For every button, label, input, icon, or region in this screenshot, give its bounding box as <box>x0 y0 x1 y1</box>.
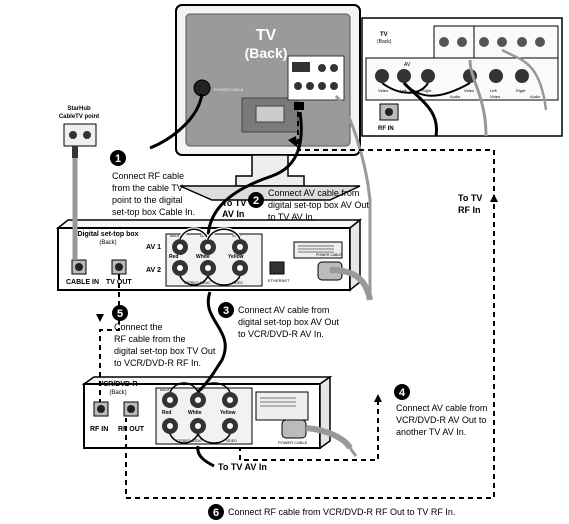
inset-jack-label: Right <box>422 88 432 93</box>
stb-power: POWER CABLE <box>316 253 342 257</box>
step-text: to VCR/DVD-R RF In. <box>114 358 201 368</box>
step-number: 1 <box>115 153 121 165</box>
vcr-rf-out: RF OUT <box>118 426 145 433</box>
step-2: 2 Connect AV cable from digital set-top … <box>248 188 369 222</box>
stb-left-label: LEFT <box>200 234 208 238</box>
stb-video-bottom: VIDEO <box>232 281 243 285</box>
stb-title: Digital set-top box <box>77 231 138 238</box>
step-number: 6 <box>213 507 219 519</box>
step-text: Connect RF cable <box>112 171 184 181</box>
step-text: set-top box Cable In. <box>112 207 195 217</box>
step-text: digital set-top box TV Out <box>114 346 216 356</box>
to-tv-av-in-bottom: To TV AV In <box>218 462 267 472</box>
tv-back: TV (Back) POWER CABLE <box>175 4 361 201</box>
step-text: Connect AV cable from <box>238 305 329 315</box>
stb-ethernet: ETHERNET <box>268 278 290 283</box>
step-text: from the cable TV <box>112 183 183 193</box>
step-number: 5 <box>117 308 123 320</box>
tv-subtitle: (Back) <box>245 45 288 61</box>
step-text: point to the digital <box>112 195 183 205</box>
inset-jack-label: Video <box>378 88 389 93</box>
step-text: Connect AV cable from <box>396 403 487 413</box>
vcr-jack-white: White <box>188 410 202 416</box>
step-3: 3 Connect AV cable from digital set-top … <box>218 302 339 339</box>
step-4: 4 Connect AV cable from VCR/DVD-R AV Out… <box>394 384 487 437</box>
vcr-title: VCR/DVD-R <box>99 381 138 388</box>
vcr-jack-red: Red <box>162 410 171 416</box>
step-1: 1 Connect RF cable from the cable TV poi… <box>110 150 195 217</box>
stb-jack-red: Red <box>169 254 178 260</box>
step-5: 5 Connect the RF cable from the digital … <box>112 305 216 368</box>
tv-panel-inset: TV (Back) AV Video Left Right Video Left… <box>361 17 563 137</box>
inset-jack-label: Left <box>400 88 408 93</box>
stb-jack-white: White <box>196 254 210 260</box>
inset-bottom-label: Audio <box>530 94 541 99</box>
stb-av1: AV 1 <box>146 244 161 251</box>
to-tv-av-in-label-2: AV In <box>222 209 244 219</box>
vcr-jack-yellow: Yellow <box>220 410 236 416</box>
step-text: digital set-top box AV Out <box>268 200 369 210</box>
step-number: 3 <box>223 305 229 317</box>
step-6: 6 Connect RF cable from VCR/DVD-R RF Out… <box>208 504 455 520</box>
tv-power-label: POWER CABLE <box>214 87 244 92</box>
step-text: another TV AV In. <box>396 427 466 437</box>
step-text: to TV AV In. <box>268 212 315 222</box>
step-text: Connect RF cable from VCR/DVD-R RF Out t… <box>228 507 455 517</box>
inset-jack-label: Video <box>464 88 475 93</box>
inset-title: TV <box>380 32 388 38</box>
stb-jack-yellow: Yellow <box>228 254 244 260</box>
rf-routes <box>99 112 495 499</box>
inset-av-label: AV <box>404 62 411 68</box>
vcr-stereo-audio: STEREO AUDIO <box>176 439 203 443</box>
stb-cable-in: CABLE IN <box>66 279 99 286</box>
vcr-subtitle: (Back) <box>109 390 126 396</box>
stb-subtitle: (Back) <box>99 240 116 246</box>
step-number: 4 <box>399 387 406 399</box>
starhub-line2: CableTV point <box>59 114 99 120</box>
inset-jack-label: Right <box>516 88 526 93</box>
starhub-line1: StarHub <box>67 106 91 112</box>
inset-bottom-label: Audio <box>450 94 461 99</box>
step-text: digital set-top box AV Out <box>238 317 339 327</box>
set-top-box: Digital set-top box (Back) AV 1 AV 2 Red… <box>55 218 363 292</box>
starhub-cable-point: StarHub CableTV point <box>59 106 99 158</box>
stb-stereo-audio: STEREO AUDIO <box>184 281 211 285</box>
cables <box>72 93 373 468</box>
step-text: Connect AV cable from <box>268 188 359 198</box>
step-text: VCR/DVD-R AV Out to <box>396 415 486 425</box>
stb-tv-out: TV OUT <box>106 279 132 286</box>
step-text: Connect the <box>114 322 163 332</box>
step-number: 2 <box>253 195 259 207</box>
vcr-right-label: RIGHT <box>160 388 170 392</box>
vcr-video-label: VIDEO <box>226 439 237 443</box>
stb-av2: AV 2 <box>146 267 161 274</box>
to-tv-rf-in-label-1: To TV <box>458 193 482 203</box>
inset-rf-in: RF IN <box>378 126 394 132</box>
tv-title: TV <box>256 27 277 44</box>
inset-subtitle: (Back) <box>377 39 392 45</box>
step-text: to VCR/DVD-R AV In. <box>238 329 324 339</box>
inset-jack-label: Left <box>490 88 498 93</box>
stb-right-label: RIGHT <box>170 234 180 238</box>
vcr-rf-in: RF IN <box>90 426 108 433</box>
step-text: RF cable from the <box>114 334 186 344</box>
to-tv-rf-in-label-2: RF In <box>458 205 481 215</box>
vcr-dvdr: VCR/DVD-R (Back) Red White Yellow RIGHT … <box>81 375 333 450</box>
to-tv-av-in-label-1: To TV <box>222 198 246 208</box>
vcr-power: POWER CABLE <box>278 440 308 445</box>
inset-bottom-label: Video <box>490 94 501 99</box>
